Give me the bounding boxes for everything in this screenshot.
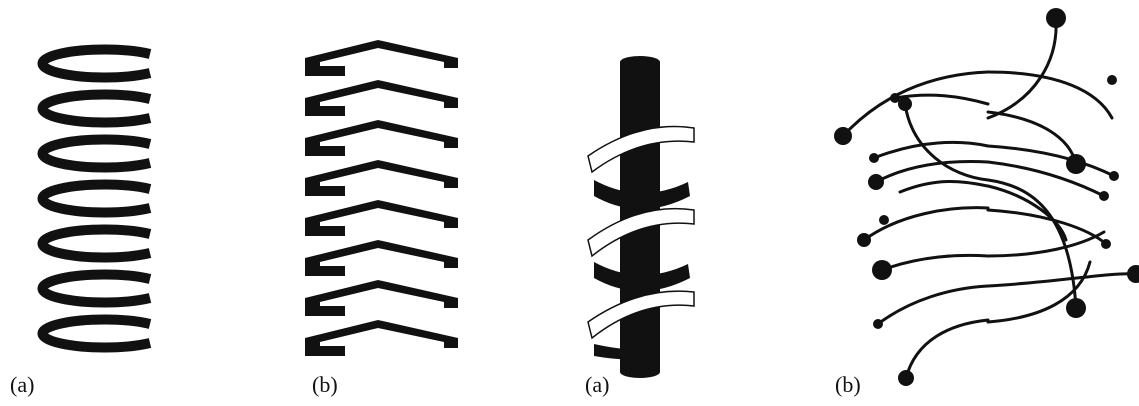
bracket-ring xyxy=(305,280,458,316)
helix-strand xyxy=(986,160,1106,198)
panel-label-b-2: (b) xyxy=(835,372,861,397)
helix-strand xyxy=(986,18,1058,120)
atom xyxy=(1066,298,1086,318)
atom xyxy=(869,153,879,163)
helix-strand xyxy=(904,318,990,380)
helix-strand xyxy=(872,140,990,160)
atom xyxy=(1107,75,1117,85)
panel-bracket-rings: (b) xyxy=(305,40,458,397)
panel-label-b: (b) xyxy=(312,372,338,397)
bracket-ring xyxy=(305,240,458,276)
helix-strand xyxy=(986,144,1116,178)
helix-strand xyxy=(876,284,990,326)
helix-strand xyxy=(986,272,1138,288)
atom xyxy=(890,93,900,103)
atom xyxy=(868,174,884,190)
ribbon-front xyxy=(587,207,695,258)
helix-strand xyxy=(874,160,990,184)
atom xyxy=(1127,265,1139,283)
stacked-bracket-rings-icon xyxy=(305,40,458,356)
helix-strand xyxy=(903,102,990,182)
c-ring xyxy=(37,179,152,218)
ribbon-back xyxy=(594,180,690,209)
bracket-ring xyxy=(305,80,458,116)
bracket-ring xyxy=(305,120,458,156)
panel-label-a: (a) xyxy=(10,372,34,397)
helix-strand xyxy=(986,260,1092,324)
atom xyxy=(857,233,871,247)
atom xyxy=(1066,154,1086,174)
helix-strand xyxy=(898,180,990,194)
helix-strand xyxy=(986,208,1108,246)
c-ring xyxy=(37,89,152,128)
atom xyxy=(1099,191,1109,201)
c-ring xyxy=(37,314,152,353)
helix-strand xyxy=(986,70,1114,120)
atom xyxy=(1101,239,1111,249)
panel-ball-stick-helix: (b) xyxy=(834,8,1139,397)
atom xyxy=(1046,8,1066,28)
atom xyxy=(898,97,912,111)
panel-label-a-2: (a) xyxy=(585,372,609,397)
atom xyxy=(879,215,889,225)
bracket-ring xyxy=(305,200,458,236)
ribbon-back xyxy=(594,344,652,360)
atom xyxy=(1109,171,1119,181)
helix-strand xyxy=(893,93,990,106)
bracket-ring xyxy=(305,320,458,356)
ribbon-front xyxy=(587,290,695,340)
c-ring xyxy=(37,269,152,308)
c-ring xyxy=(37,134,152,173)
rod-top-cap xyxy=(620,56,660,68)
helix-strand xyxy=(841,70,990,138)
bracket-ring xyxy=(305,40,458,76)
atom xyxy=(873,319,883,329)
c-ring xyxy=(37,224,152,263)
helix-strand xyxy=(862,206,990,242)
molecular-helix-icon xyxy=(834,8,1139,386)
atom xyxy=(898,370,914,386)
panel-c-shaped-rings: (a) xyxy=(10,44,152,397)
helix-strand xyxy=(986,184,1068,242)
helix-strand xyxy=(986,230,1106,258)
bracket-ring xyxy=(305,160,458,196)
c-ring xyxy=(37,44,152,83)
atom xyxy=(872,260,892,280)
helix-strand xyxy=(986,178,1078,310)
ribbon-back xyxy=(594,262,690,291)
rod-bottom-cap xyxy=(620,366,660,378)
helix-on-rod-icon xyxy=(587,56,695,378)
atom xyxy=(834,127,852,145)
ribbon-front xyxy=(587,125,695,174)
stacked-c-rings-icon xyxy=(37,44,152,353)
panel-helical-ribbon-rod: (a) xyxy=(585,56,695,397)
helix-strand xyxy=(880,253,990,272)
